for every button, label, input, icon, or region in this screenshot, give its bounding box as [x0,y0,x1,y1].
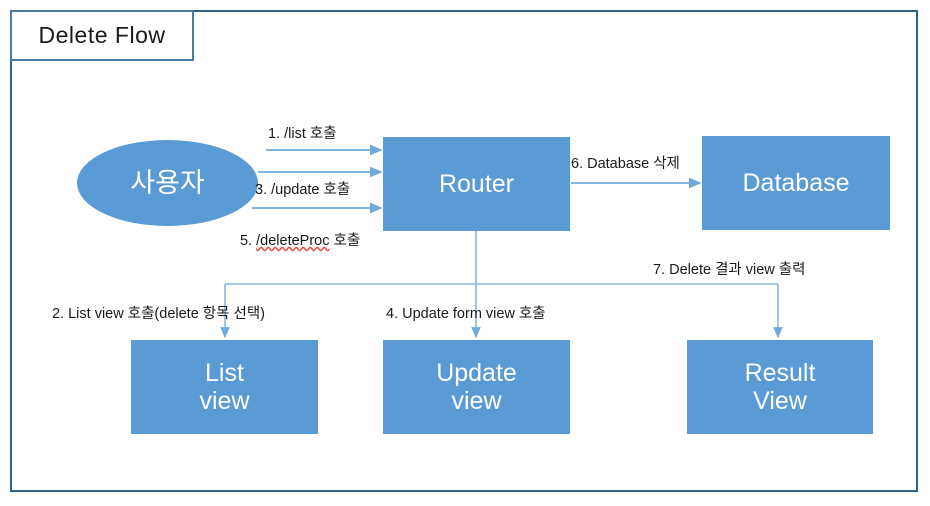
edge-label-5-suffix: 호출 [329,233,361,249]
node-list-view-label-line2: view [199,387,250,415]
node-user-label: 사용자 [130,167,205,198]
edge-label-5: 5. /deleteProc 호출 [240,229,360,250]
node-list-view[interactable]: List view [131,340,318,434]
diagram-title-box: Delete Flow [10,10,194,61]
edge-label-7: 7. Delete 결과 view 출력 [653,262,806,278]
node-update-view-label-line2: view [451,387,502,415]
node-router-label: Router [438,170,515,198]
node-result-view[interactable]: Result View [687,340,873,434]
node-router[interactable]: Router [383,137,570,231]
node-user[interactable]: 사용자 [77,140,258,226]
node-database[interactable]: Database [702,136,890,230]
edge-label-1: 1. /list 호출 [268,126,337,142]
edge-label-5-prefix: 5. [240,233,257,249]
edge-label-2: 2. List view 호출(delete 항목 선택) [52,306,266,322]
node-update-view[interactable]: Update view [383,340,570,434]
diagram-frame [10,10,918,492]
node-database-label: Database [742,169,850,197]
edge-label-3: 3. /update 호출 [255,182,351,198]
node-list-view-label-line1: List [205,359,244,387]
node-result-view-label-line2: View [753,387,807,415]
node-update-view-label-line1: Update [436,359,517,387]
edge-label-6: 6. Database 삭제 [571,156,680,172]
node-result-view-label-line1: Result [744,359,816,387]
edge-label-5-code: /deleteProc [256,233,330,249]
edge-label-4: 4. Update form view 호출 [386,306,546,322]
diagram-title: Delete Flow [38,22,166,48]
